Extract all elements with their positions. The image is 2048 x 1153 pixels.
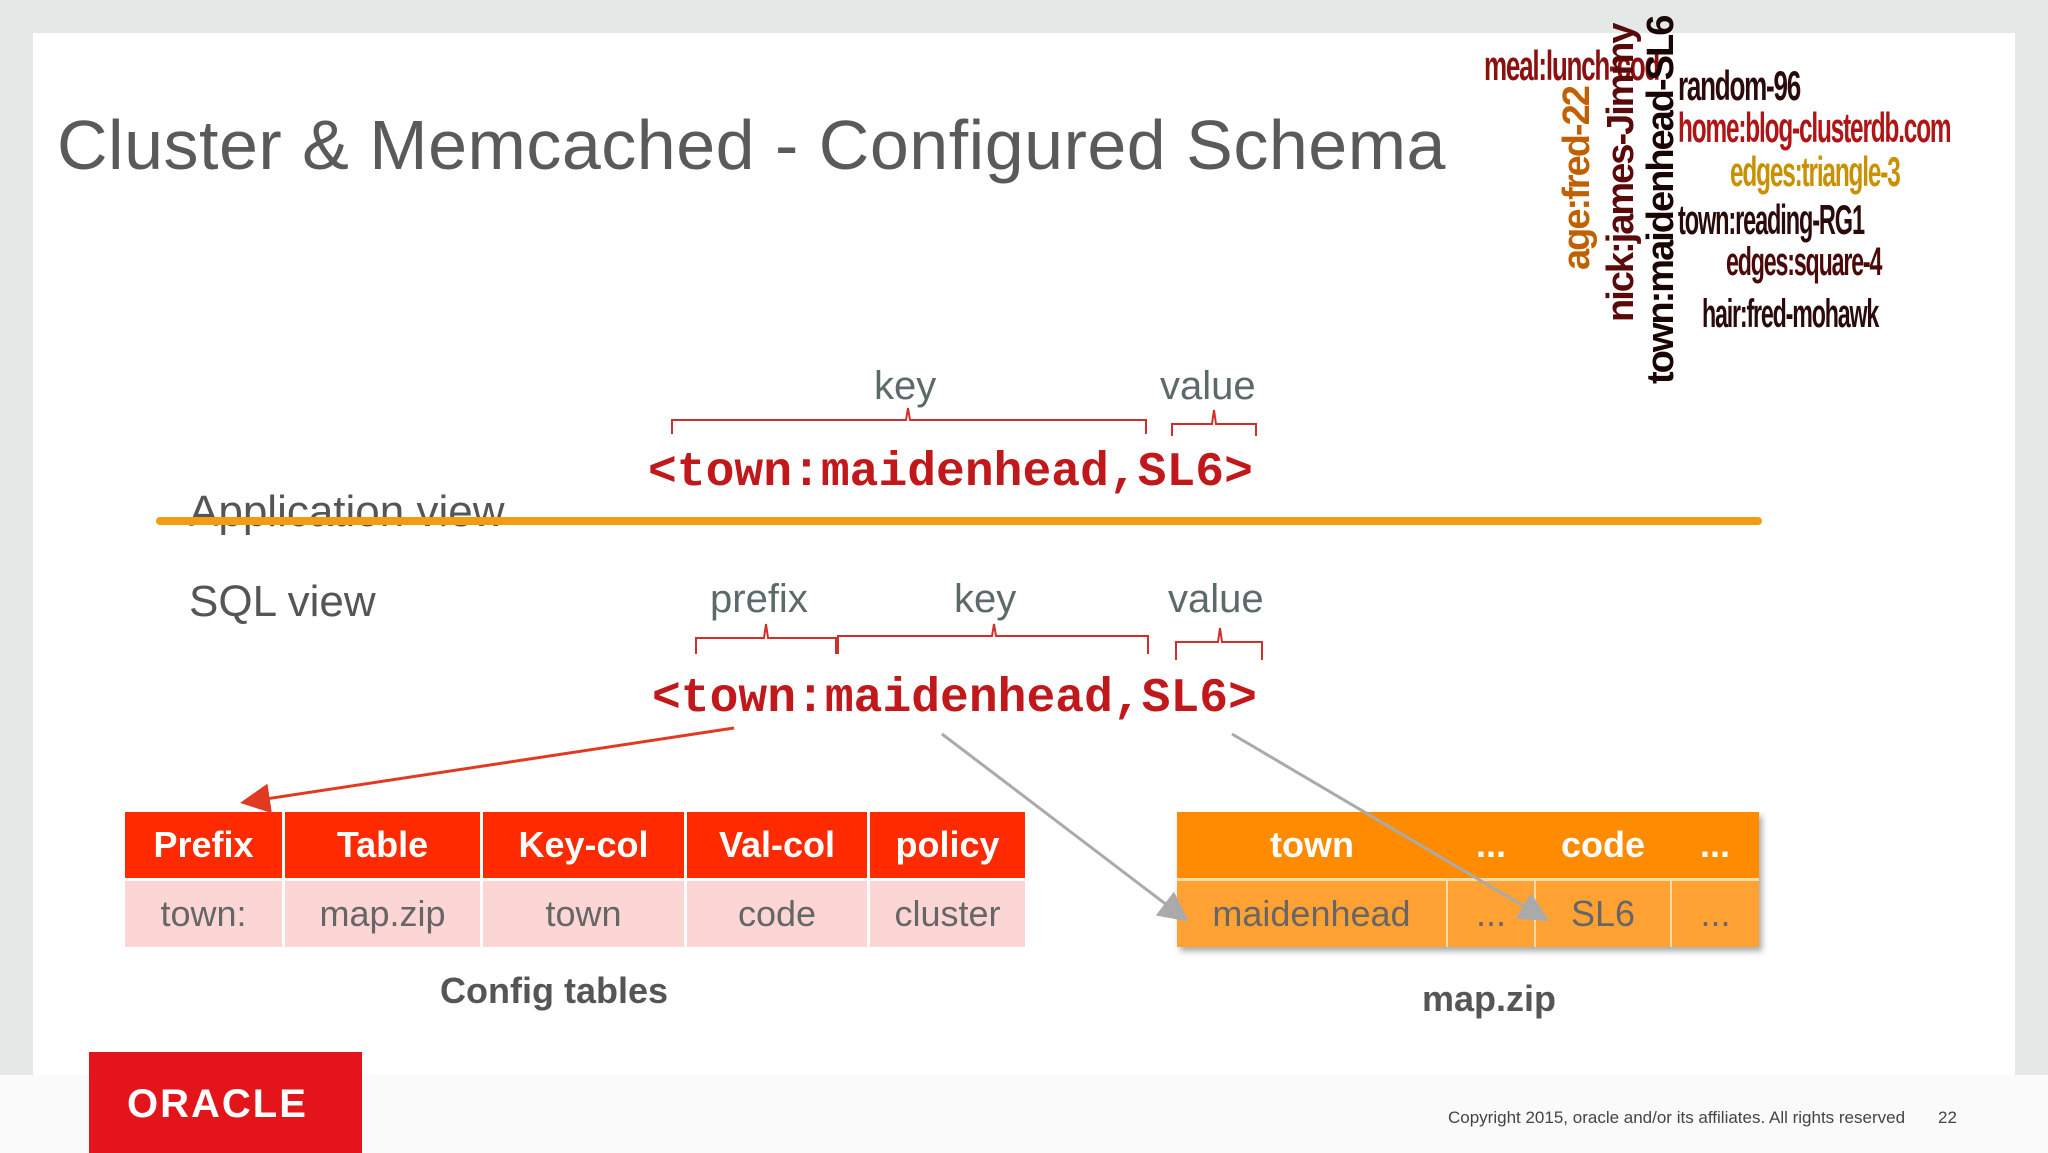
cloud-word: edges:square-4 bbox=[1726, 240, 1882, 284]
config-header-cell: Key-col bbox=[481, 812, 687, 880]
map-header-cell: town bbox=[1177, 812, 1447, 880]
map-zip-caption: map.zip bbox=[1422, 978, 1557, 1019]
sql-key-label: key bbox=[954, 577, 1017, 621]
config-cell: map.zip bbox=[283, 878, 483, 947]
slide-title: Cluster & Memcached - Configured Schema bbox=[57, 106, 1446, 184]
config-cell: town bbox=[481, 878, 687, 947]
sql-view-label: SQL view bbox=[189, 577, 376, 626]
config-cell: cluster bbox=[868, 878, 1025, 947]
cloud-word: random-96 bbox=[1678, 62, 1801, 109]
map-zip-table: town ... code ... maidenhead ... SL6 ... bbox=[1177, 812, 1759, 947]
config-header-cell: Table bbox=[283, 812, 483, 880]
map-cell: ... bbox=[1447, 878, 1536, 947]
map-cell: ... bbox=[1671, 878, 1759, 947]
app-value-bracket bbox=[1171, 409, 1257, 436]
config-table-header: Prefix Table Key-col Val-col policy bbox=[125, 812, 1025, 880]
cloud-word: edges:triangle-3 bbox=[1730, 148, 1901, 195]
map-cell: SL6 bbox=[1535, 878, 1672, 947]
table-row: town: map.zip town code cluster bbox=[125, 878, 1025, 947]
table-row: maidenhead ... SL6 ... bbox=[1177, 878, 1759, 947]
map-cell: maidenhead bbox=[1177, 878, 1448, 947]
view-divider bbox=[156, 517, 1762, 525]
cloud-word: hair:fred-mohawk bbox=[1702, 292, 1879, 336]
cloud-word: home:blog-clusterdb.com bbox=[1678, 104, 1952, 151]
config-tables-caption: Config tables bbox=[440, 970, 669, 1011]
key-arrow bbox=[941, 732, 1189, 922]
copyright-text: Copyright 2015, oracle and/or its affili… bbox=[1448, 1108, 1906, 1127]
config-header-cell: policy bbox=[868, 812, 1025, 880]
sql-value-label: value bbox=[1168, 577, 1264, 621]
prefix-arrow bbox=[240, 726, 735, 814]
value-arrow bbox=[1231, 732, 1550, 922]
sql-value-bracket bbox=[1175, 627, 1263, 660]
map-header-cell: ... bbox=[1671, 812, 1759, 880]
config-header-cell: Prefix bbox=[125, 812, 285, 880]
sql-prefix-label: prefix bbox=[710, 577, 808, 621]
oracle-logo-text: ORACLE bbox=[127, 1082, 308, 1126]
config-cell: town: bbox=[125, 878, 285, 947]
app-key-bracket bbox=[671, 407, 1147, 434]
map-header-cell: code bbox=[1535, 812, 1671, 880]
map-table-header: town ... code ... bbox=[1177, 812, 1759, 880]
sql-key-value-pair: <town:maidenhead,SL6> bbox=[652, 672, 1257, 726]
config-table: Prefix Table Key-col Val-col policy town… bbox=[125, 812, 1025, 947]
config-cell: code bbox=[685, 878, 870, 947]
app-key-label: key bbox=[874, 364, 937, 408]
app-key-value-pair: <town:maidenhead,SL6> bbox=[648, 446, 1253, 500]
cloud-word: meal:lunch-cod bbox=[1484, 42, 1660, 89]
sql-key-bracket bbox=[837, 623, 1149, 654]
application-view-label: Application view bbox=[189, 487, 505, 536]
oracle-logo: ORACLE bbox=[89, 1052, 362, 1153]
cloud-word: town:reading-RG1 bbox=[1678, 196, 1865, 243]
sql-prefix-bracket bbox=[695, 623, 837, 654]
config-header-cell: Val-col bbox=[685, 812, 870, 880]
app-value-label: value bbox=[1160, 364, 1256, 408]
page-number: 22 bbox=[1938, 1108, 1957, 1127]
